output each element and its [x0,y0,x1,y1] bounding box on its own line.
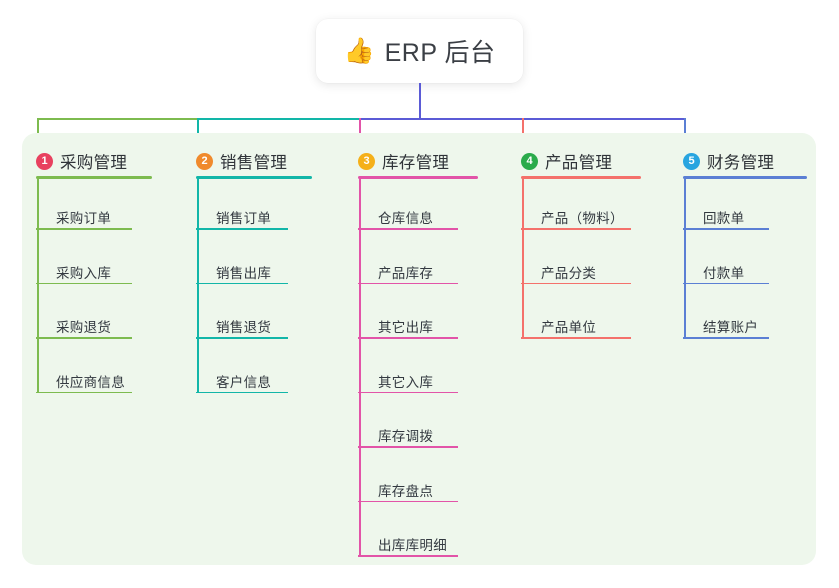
leaf-item-rule [358,228,458,230]
column-spine-2 [197,179,199,394]
column-spine-3 [359,179,361,557]
leaf-item[interactable]: 库存盘点 [378,483,434,499]
branches-panel [22,133,816,565]
leaf-item[interactable]: 销售退货 [216,320,272,335]
column-rule-2 [196,176,312,179]
leaf-item-rule [36,228,132,230]
drop-stub-5 [684,118,687,146]
leaf-item[interactable]: 库存调拨 [378,429,434,444]
leaf-item[interactable]: 其它出库 [378,320,434,335]
leaf-item-rule [358,337,458,339]
root-stem [419,83,422,121]
column-badge-5: 5 [683,152,700,170]
column-badge-3: 3 [358,152,375,170]
leaf-item-rule [521,228,631,230]
leaf-item-rule [521,337,631,339]
leaf-item-rule [683,337,769,339]
column-badge-4: 4 [521,152,538,170]
column-header-2[interactable]: 2 销售管理 [196,146,287,176]
leaf-item[interactable]: 销售订单 [216,211,272,226]
leaf-item-rule [683,228,769,230]
leaf-item-rule [358,555,458,557]
leaf-item[interactable]: 客户信息 [216,374,272,390]
leaf-item-rule [358,500,458,503]
column-rule-3 [358,176,478,179]
leaf-item-rule [358,391,458,394]
drop-stub-3 [359,118,362,146]
leaf-item[interactable]: 仓库信息 [378,211,434,226]
leaf-item[interactable]: 结算账户 [703,320,759,335]
leaf-item[interactable]: 付款单 [703,265,745,281]
column-badge-1: 1 [36,152,53,170]
column-spine-1 [37,179,39,394]
column-spine-4 [522,179,524,339]
column-header-5[interactable]: 5 财务管理 [683,146,774,176]
root-node[interactable]: 👍 ERP 后台 [316,19,523,83]
bus-segment-2 [197,118,362,121]
leaf-item[interactable]: 采购退货 [56,320,112,335]
leaf-item[interactable]: 其它入库 [378,374,434,390]
thumbs-up-icon: 👍 [343,36,375,65]
leaf-item-rule [196,282,288,285]
drop-stub-2 [197,118,200,146]
leaf-item-rule [521,282,631,285]
leaf-item[interactable]: 产品（物料） [541,211,624,226]
leaf-item-rule [36,282,132,285]
column-title-3: 库存管理 [382,154,450,172]
leaf-item[interactable]: 销售出库 [216,265,272,281]
column-badge-2: 2 [196,152,213,170]
drop-stub-1 [37,118,40,146]
column-title-4: 产品管理 [545,154,613,172]
column-header-1[interactable]: 1 采购管理 [36,146,127,176]
column-title-1: 采购管理 [60,154,128,172]
root-node-label: ERP 后台 [384,39,496,67]
column-header-3[interactable]: 3 库存管理 [358,146,449,176]
leaf-item[interactable]: 采购订单 [56,211,112,226]
leaf-item-rule [196,228,288,230]
leaf-item[interactable]: 产品库存 [378,265,434,281]
leaf-item-rule [358,282,458,285]
leaf-item[interactable]: 产品分类 [541,265,597,281]
leaf-item-rule [683,282,769,285]
leaf-item-rule [358,446,458,448]
column-rule-4 [521,176,641,179]
column-rule-5 [683,176,807,179]
bus-segment-1 [37,118,200,121]
leaf-item-rule [196,391,288,394]
column-title-5: 财务管理 [707,154,775,172]
column-header-4[interactable]: 4 产品管理 [521,146,612,176]
leaf-item-rule [36,337,132,339]
leaf-item[interactable]: 产品单位 [541,320,597,335]
leaf-item-rule [196,337,288,339]
leaf-item[interactable]: 回款单 [703,211,745,226]
leaf-item-rule [36,391,132,394]
column-spine-5 [684,179,686,339]
column-title-2: 销售管理 [220,154,288,172]
leaf-item[interactable]: 采购入库 [56,265,112,281]
column-rule-1 [36,176,152,179]
drop-stub-4 [522,118,525,146]
leaf-item[interactable]: 供应商信息 [56,374,125,390]
leaf-item[interactable]: 出库库明细 [378,538,447,553]
